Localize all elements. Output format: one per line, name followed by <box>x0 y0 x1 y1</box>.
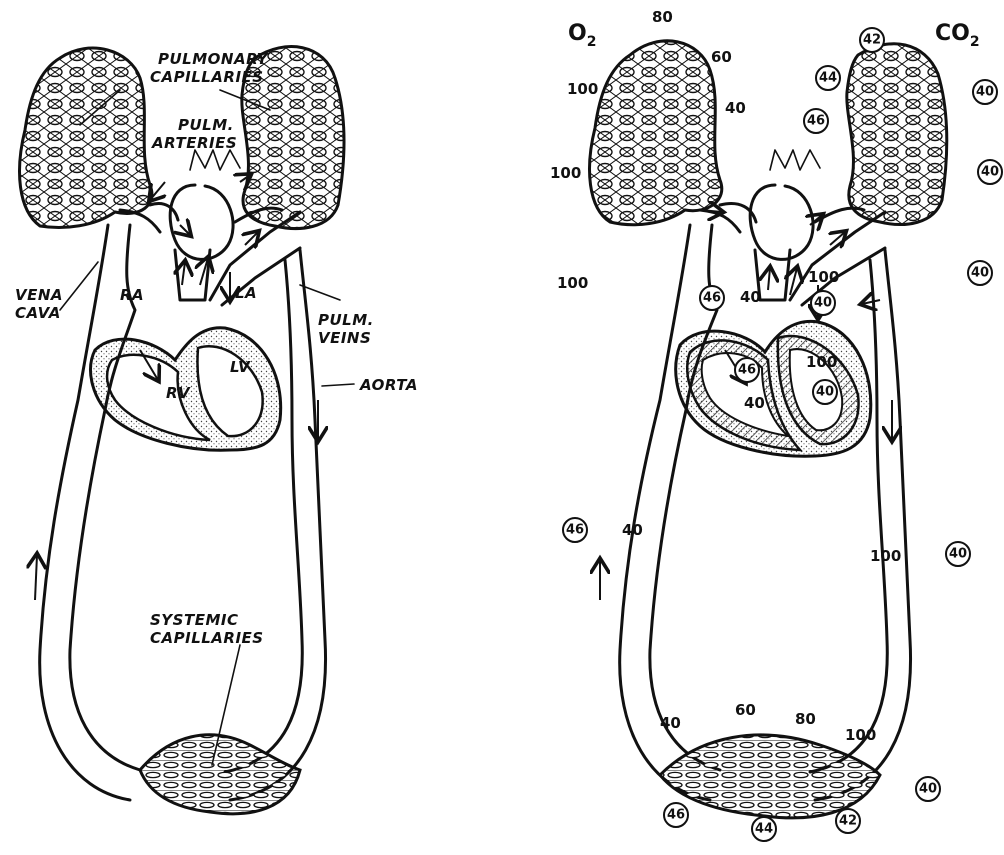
svg-text:40: 40 <box>976 85 994 100</box>
svg-text:46: 46 <box>738 363 756 378</box>
o2-sys-80: 80 <box>795 710 816 728</box>
svg-text:40: 40 <box>971 266 989 281</box>
co2-sys-46-badge: 46 <box>664 803 688 827</box>
label-pulmonary-line2: CAPILLARIES <box>150 68 264 86</box>
label-pulmonary-line1: PULMONARY <box>158 50 270 68</box>
svg-text:40: 40 <box>814 296 832 311</box>
co2-lung-40-c-badge: 40 <box>968 261 992 285</box>
co2-rv-46-badge: 46 <box>735 358 759 382</box>
label-systemic-line2: CAPILLARIES <box>150 629 264 647</box>
label-pulm-veins-line2: VEINS <box>318 329 371 347</box>
co2-lung-40-a-badge: 40 <box>973 80 997 104</box>
o2-lung-60: 60 <box>711 48 732 66</box>
co2-sys-44-badge: 44 <box>752 817 776 841</box>
label-vena-line1: VENA <box>15 286 63 304</box>
co2-lung-46-badge: 46 <box>804 109 828 133</box>
systemic-capillaries-right-panel <box>660 735 880 818</box>
o2-la-100: 100 <box>808 268 839 286</box>
o2-lung-80: 80 <box>652 8 673 26</box>
co2-lv-40-badge: 40 <box>813 380 837 404</box>
co2-lung-44-badge: 44 <box>816 66 840 90</box>
systemic-capillaries-left-panel <box>140 735 300 814</box>
svg-text:42: 42 <box>839 814 857 829</box>
co2-lung-40-b-badge: 40 <box>978 160 1002 184</box>
right-lung-right-panel <box>847 44 947 225</box>
svg-text:46: 46 <box>703 291 721 306</box>
label-ra: RA <box>120 286 144 304</box>
co2-aorta-40-badge: 40 <box>946 542 970 566</box>
right-panel: O2 CO2 80 60 40 100 100 100 40 100 100 4… <box>550 8 1002 841</box>
label-pulm-arteries-line1: PULM. <box>178 116 234 134</box>
o2-rv-40: 40 <box>744 394 765 412</box>
left-lung-right-panel <box>590 41 722 225</box>
label-pulm-arteries-line2: ARTERIES <box>151 134 237 152</box>
svg-text:40: 40 <box>919 782 937 797</box>
left-panel: PULMONARY CAPILLARIES PULM. ARTERIES RA … <box>15 47 418 814</box>
o2-sys-40: 40 <box>660 714 681 732</box>
o2-header: O2 <box>568 21 596 50</box>
label-aorta: AORTA <box>359 376 418 394</box>
co2-sys-40-badge: 40 <box>916 777 940 801</box>
label-rv: RV <box>166 384 191 402</box>
o2-lung-100-a: 100 <box>567 80 598 98</box>
co2-vena-46-badge: 46 <box>563 518 587 542</box>
svg-text:44: 44 <box>819 71 837 86</box>
left-lung-left-panel <box>20 48 152 227</box>
svg-text:42: 42 <box>863 33 881 48</box>
label-pulm-veins-line1: PULM. <box>318 311 374 329</box>
o2-sys-100: 100 <box>845 726 876 744</box>
o2-aorta-100: 100 <box>870 547 901 565</box>
o2-lung-100-c: 100 <box>557 274 588 292</box>
co2-header: CO2 <box>935 21 980 50</box>
svg-text:44: 44 <box>755 822 773 837</box>
o2-sys-60: 60 <box>735 701 756 719</box>
label-la: LA <box>235 284 257 302</box>
aorta-vessel <box>230 250 326 800</box>
co2-la-40-badge: 40 <box>811 291 835 315</box>
co2-sys-42-badge: 42 <box>836 809 860 833</box>
svg-text:46: 46 <box>667 808 685 823</box>
svg-text:46: 46 <box>807 114 825 129</box>
svg-text:46: 46 <box>566 523 584 538</box>
o2-lung-40: 40 <box>725 99 746 117</box>
co2-lung-42-badge: 42 <box>860 28 884 52</box>
o2-ra-40: 40 <box>740 288 761 306</box>
label-vena-line2: CAVA <box>15 304 61 322</box>
o2-lung-100-b: 100 <box>550 164 581 182</box>
co2-ra-46-badge: 46 <box>700 286 724 310</box>
label-systemic-line1: SYSTEMIC <box>150 611 238 629</box>
svg-text:40: 40 <box>816 385 834 400</box>
svg-text:40: 40 <box>981 165 999 180</box>
svg-text:40: 40 <box>949 547 967 562</box>
o2-vena-40: 40 <box>622 521 643 539</box>
label-lv: LV <box>230 358 251 376</box>
o2-lv-100: 100 <box>806 353 837 371</box>
